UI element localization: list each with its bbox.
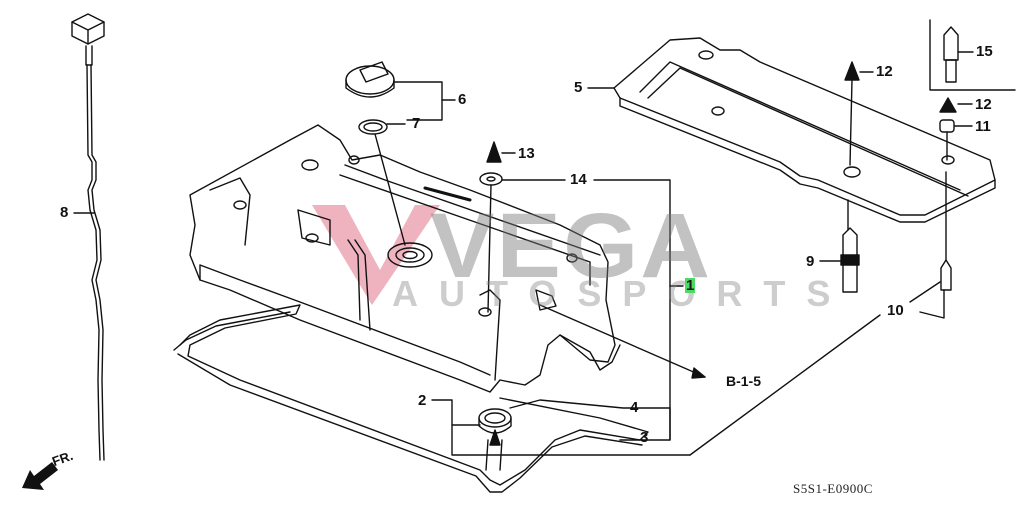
callout-6[interactable]: 6 [458, 91, 467, 108]
rubber-washer-14 [479, 172, 503, 186]
callout-12[interactable]: 12 [876, 63, 893, 80]
head-cover-drawing [189, 124, 616, 393]
callout-2[interactable]: 2 [418, 392, 427, 409]
callout-13[interactable]: 13 [518, 145, 535, 162]
callout-14[interactable]: 14 [570, 171, 587, 188]
callout-9[interactable]: 9 [806, 253, 815, 270]
bracket-6-7 [393, 81, 443, 121]
watermark-tagline: AUTOSPORTS [392, 273, 852, 314]
bracket-15 [929, 19, 1016, 91]
callout-1[interactable]: 1 [685, 277, 696, 294]
callout-10[interactable]: 10 [887, 302, 904, 319]
washer-11 [939, 119, 955, 133]
ref-arrow [539, 304, 706, 378]
coil-cover-drawing [613, 37, 996, 223]
callout-5[interactable]: 5 [574, 79, 583, 96]
oil-cap-drawing [345, 61, 395, 135]
diagram-code: S5S1-E0900C [793, 481, 873, 496]
bracket-14-1 [501, 179, 671, 441]
callout-12b[interactable]: 12 [975, 96, 992, 113]
callout-7[interactable]: 7 [412, 115, 421, 132]
gasket-drawing [173, 304, 649, 493]
bracket-2 [431, 399, 691, 456]
watermark-v-logo [312, 205, 440, 305]
callout-15[interactable]: 15 [976, 43, 993, 60]
callout-4[interactable]: 4 [630, 399, 639, 416]
callout-8[interactable]: 8 [60, 204, 69, 221]
stud-10 [940, 259, 952, 291]
callout-3[interactable]: 3 [640, 429, 649, 446]
dipstick-drawing [71, 13, 105, 461]
leader-4 [509, 399, 671, 409]
callout-11[interactable]: 11 [975, 118, 991, 135]
cap-nut-12 [844, 61, 860, 81]
front-direction-arrow [22, 462, 58, 490]
watermark-brand: VEGA [430, 195, 713, 297]
cap-nut-13 [486, 141, 502, 163]
leader-10 [689, 314, 881, 456]
cap-nut-12b [939, 97, 957, 113]
reference-b-1-5[interactable]: B-1-5 [726, 373, 762, 389]
